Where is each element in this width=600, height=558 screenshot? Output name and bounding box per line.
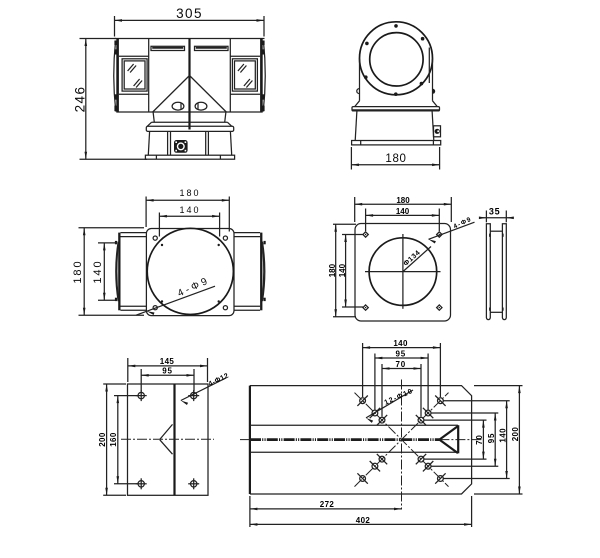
svg-text:70: 70 — [396, 360, 407, 369]
svg-text:95: 95 — [396, 349, 407, 358]
svg-text:95: 95 — [487, 433, 496, 444]
svg-text:246: 246 — [72, 86, 87, 113]
svg-text:180: 180 — [385, 153, 406, 165]
svg-text:140: 140 — [396, 207, 410, 216]
svg-text:402: 402 — [356, 516, 371, 525]
svg-text:160: 160 — [109, 432, 118, 447]
svg-text:200: 200 — [511, 427, 520, 442]
svg-text:140: 140 — [338, 263, 347, 277]
svg-text:140: 140 — [92, 259, 104, 283]
svg-text:180: 180 — [179, 188, 200, 198]
svg-text:180: 180 — [72, 259, 84, 283]
svg-text:180: 180 — [328, 263, 337, 277]
svg-text:272: 272 — [320, 500, 335, 509]
svg-text:70: 70 — [475, 434, 484, 445]
svg-text:305: 305 — [176, 6, 203, 21]
svg-text:180: 180 — [396, 196, 410, 205]
svg-text:35: 35 — [489, 207, 501, 217]
svg-text:145: 145 — [160, 357, 175, 366]
svg-text:140: 140 — [498, 428, 507, 443]
svg-text:95: 95 — [162, 367, 173, 376]
svg-text:140: 140 — [179, 205, 200, 215]
svg-text:140: 140 — [393, 339, 408, 348]
svg-text:200: 200 — [98, 432, 107, 447]
